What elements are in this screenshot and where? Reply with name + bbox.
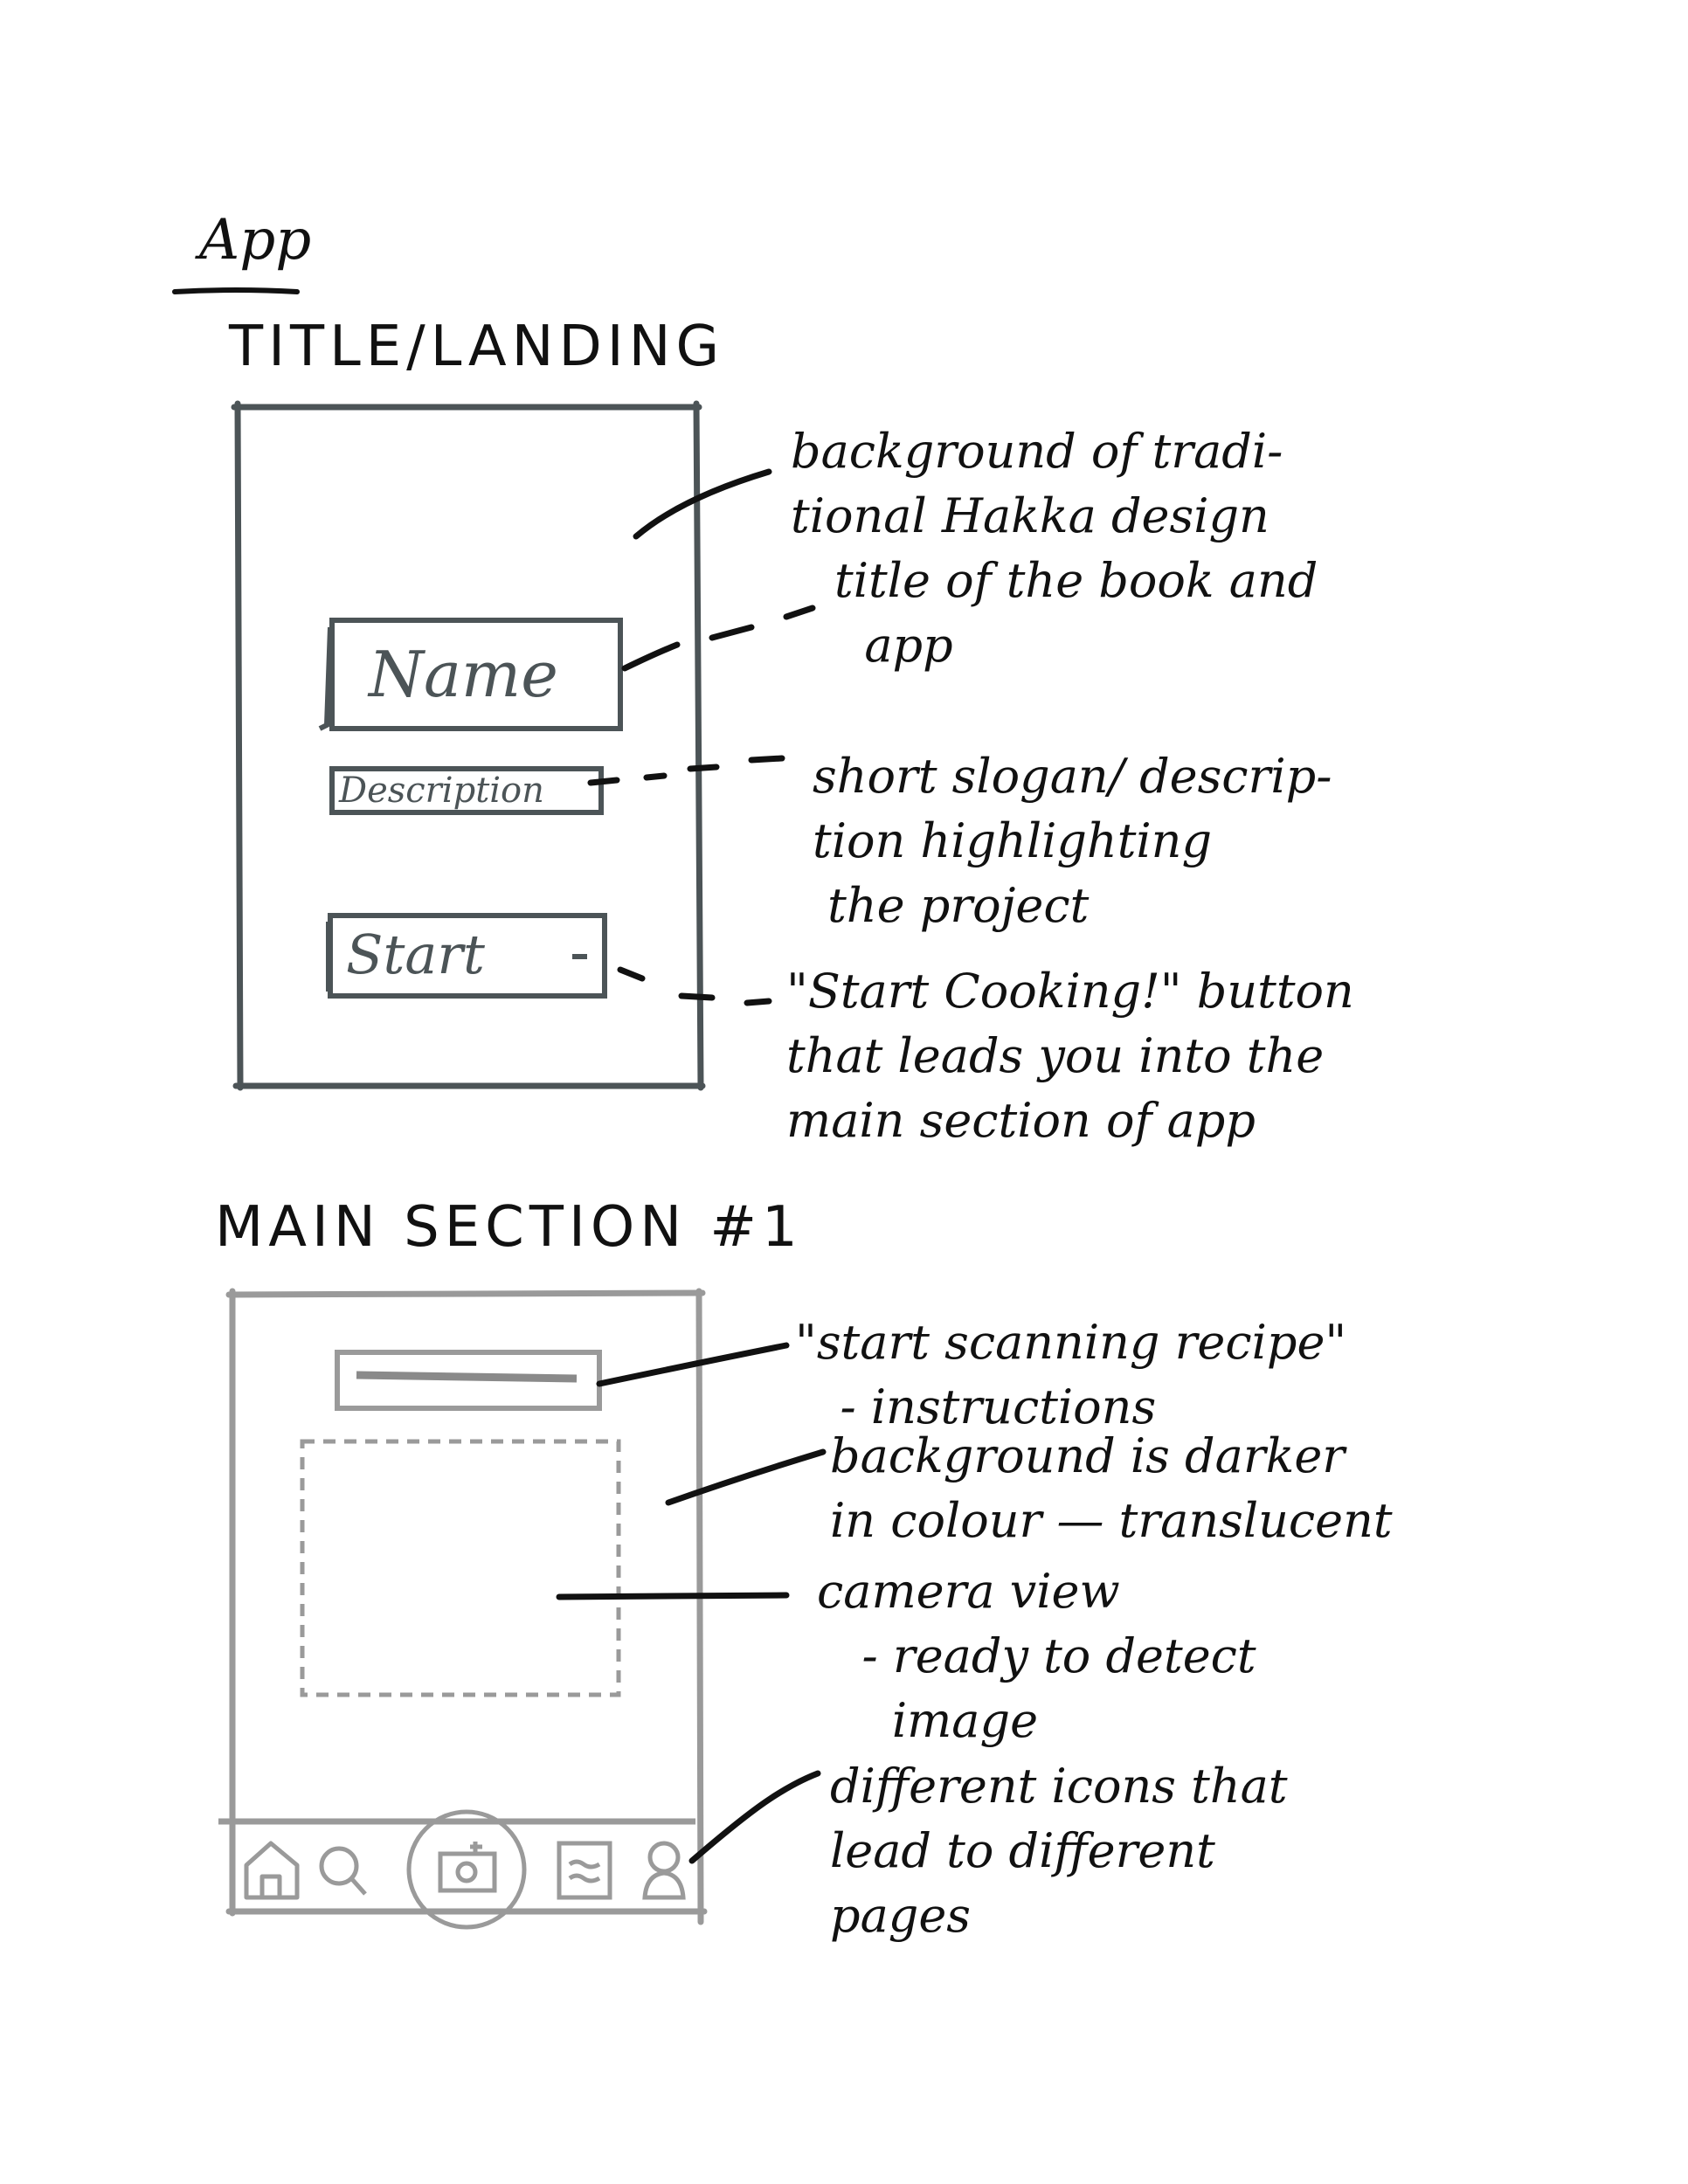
home-icon [244, 1841, 300, 1900]
leader-instructions [596, 1342, 790, 1387]
annotation-description: short slogan/ descrip- tion highlighting… [813, 749, 1332, 933]
instructions-bar [335, 1350, 602, 1411]
camera-view-frame [300, 1439, 621, 1697]
start-box-label: Start [346, 923, 485, 986]
profile-icon [642, 1841, 686, 1900]
description-box [329, 766, 604, 815]
search-icon [319, 1846, 367, 1896]
leader-camera-view [556, 1592, 790, 1600]
leader-icons [688, 1770, 821, 1864]
annotation-title: title of the book and app [834, 553, 1318, 673]
name-box [318, 618, 623, 731]
annotation-icons: different icons that lead to different p… [830, 1759, 1288, 1943]
leader-description [587, 755, 785, 786]
annotation-instructions: "start scanning recipe" - instructions [795, 1315, 1347, 1434]
annotation-camera-view: camera view - ready to detect image [817, 1564, 1256, 1748]
leader-background-darker [665, 1448, 827, 1506]
name-box-label: Name [369, 638, 558, 711]
landing-phone-frame [231, 400, 706, 1091]
leader-background [633, 468, 772, 540]
start-box [326, 913, 607, 999]
camera-icon [406, 1809, 527, 1930]
leader-title-dash [709, 605, 816, 641]
description-box-label: Description [339, 771, 544, 811]
leader-title [621, 641, 681, 672]
section-heading-main-section: MAIN SECTION #1 [215, 1195, 803, 1260]
section-heading-title-landing: TITLE/LANDING [229, 314, 725, 379]
main-phone-frame [225, 1288, 708, 1925]
page-label-underline [172, 287, 300, 294]
annotation-background-darker: background is darker in colour — translu… [830, 1428, 1393, 1548]
leader-start [617, 966, 772, 1006]
annotation-start: "Start Cooking!" button that leads you i… [786, 964, 1354, 1148]
page-label: App [199, 208, 312, 273]
annotation-background: background of tradi- tional Hakka design [791, 424, 1283, 543]
notes-icon [557, 1841, 612, 1900]
